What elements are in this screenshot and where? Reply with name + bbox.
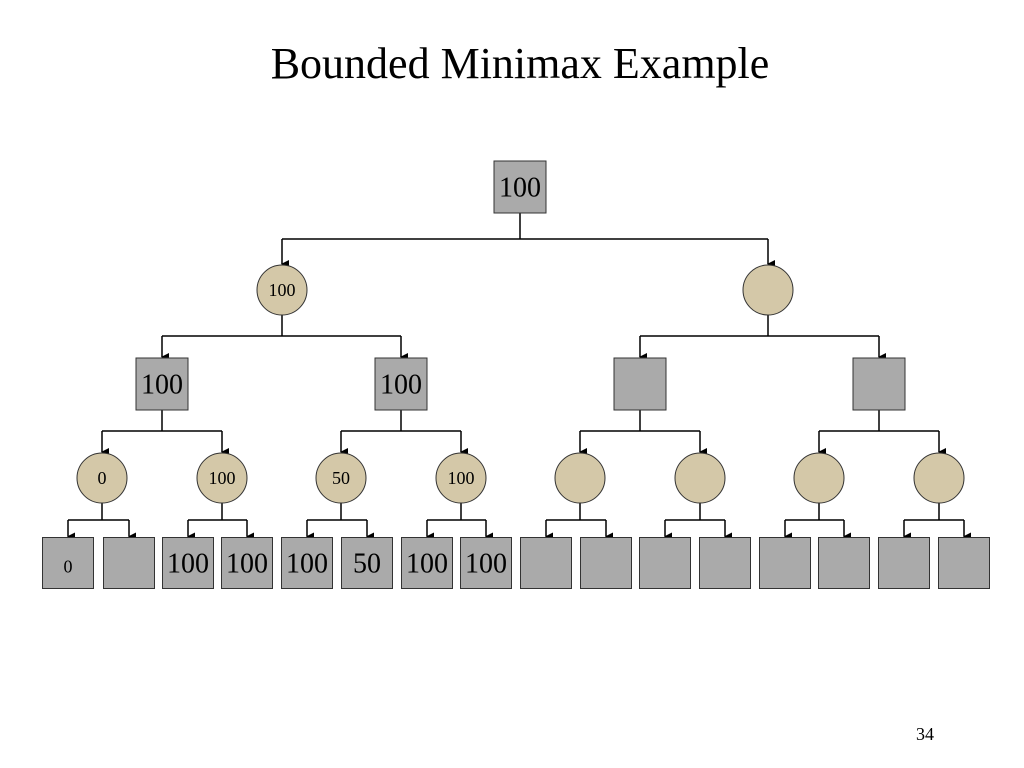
min-node-level3 (913, 452, 965, 504)
max-node-root: 100 (493, 160, 547, 214)
min-node-circle (315, 452, 367, 504)
max-node-square (818, 537, 870, 589)
node-value: 100 (448, 468, 475, 488)
node-value: 100 (141, 370, 183, 401)
min-node-level1: 100 (256, 264, 308, 316)
max-node-square (493, 160, 547, 214)
node-value: 100 (380, 370, 422, 401)
node-value: 100 (167, 549, 209, 580)
max-node-leaves (639, 537, 691, 589)
min-node-circle (913, 452, 965, 504)
max-node-leaves (699, 537, 751, 589)
node-value: 100 (226, 549, 268, 580)
max-node-square (639, 537, 691, 589)
min-node-level3: 100 (435, 452, 487, 504)
min-node-level3: 0 (76, 452, 128, 504)
min-node-circle (76, 452, 128, 504)
max-node-leaves (580, 537, 632, 589)
page-number: 34 (916, 724, 934, 744)
max-node-leaves: 100 (460, 537, 512, 589)
min-node-level3: 50 (315, 452, 367, 504)
max-node-level2 (852, 357, 906, 411)
max-node-leaves: 100 (221, 537, 273, 589)
max-node-leaves: 0 (42, 537, 94, 589)
max-node-square (103, 537, 155, 589)
max-node-square (759, 537, 811, 589)
max-node-leaves: 100 (401, 537, 453, 589)
max-node-square (42, 537, 94, 589)
min-node-level3 (674, 452, 726, 504)
max-node-leaves: 50 (341, 537, 393, 589)
node-value: 50 (332, 468, 350, 488)
node-value: 100 (209, 468, 236, 488)
min-node-circle (435, 452, 487, 504)
max-node-square (699, 537, 751, 589)
node-value: 100 (465, 549, 507, 580)
min-node-circle (554, 452, 606, 504)
max-node-square (520, 537, 572, 589)
node-value: 50 (353, 549, 381, 580)
max-node-leaves: 100 (162, 537, 214, 589)
min-node-circle (742, 264, 794, 316)
max-node-square (401, 537, 453, 589)
min-node-level1 (742, 264, 794, 316)
max-node-level2: 100 (374, 357, 428, 411)
node-value: 0 (64, 557, 73, 577)
slide-title: Bounded Minimax Example (270, 39, 770, 88)
max-node-leaves (759, 537, 811, 589)
node-value: 0 (98, 468, 107, 488)
min-node-circle (196, 452, 248, 504)
node-value: 100 (406, 549, 448, 580)
min-node-level3: 100 (196, 452, 248, 504)
max-node-square (852, 357, 906, 411)
min-node-level3 (554, 452, 606, 504)
max-node-square (460, 537, 512, 589)
max-node-leaves (520, 537, 572, 589)
max-node-square (281, 537, 333, 589)
max-node-level2: 100 (135, 357, 189, 411)
max-node-square (341, 537, 393, 589)
tree-edges (67, 213, 971, 541)
min-node-circle (793, 452, 845, 504)
node-value: 100 (269, 280, 296, 300)
tree-nodes: 100 100 100 100 0 100 50 100 0 100 100 100 50 100 100 (42, 160, 990, 589)
max-node-square (135, 357, 189, 411)
min-node-circle (674, 452, 726, 504)
min-node-circle (256, 264, 308, 316)
max-node-leaves: 100 (281, 537, 333, 589)
max-node-square (221, 537, 273, 589)
min-node-level3 (793, 452, 845, 504)
max-node-leaves (818, 537, 870, 589)
max-node-leaves (878, 537, 930, 589)
max-node-square (580, 537, 632, 589)
max-node-square (162, 537, 214, 589)
max-node-square (374, 357, 428, 411)
max-node-level2 (613, 357, 667, 411)
max-node-square (878, 537, 930, 589)
max-node-leaves (103, 537, 155, 589)
node-value: 100 (286, 549, 328, 580)
max-node-square (938, 537, 990, 589)
node-value: 100 (499, 173, 541, 204)
max-node-leaves (938, 537, 990, 589)
max-node-square (613, 357, 667, 411)
